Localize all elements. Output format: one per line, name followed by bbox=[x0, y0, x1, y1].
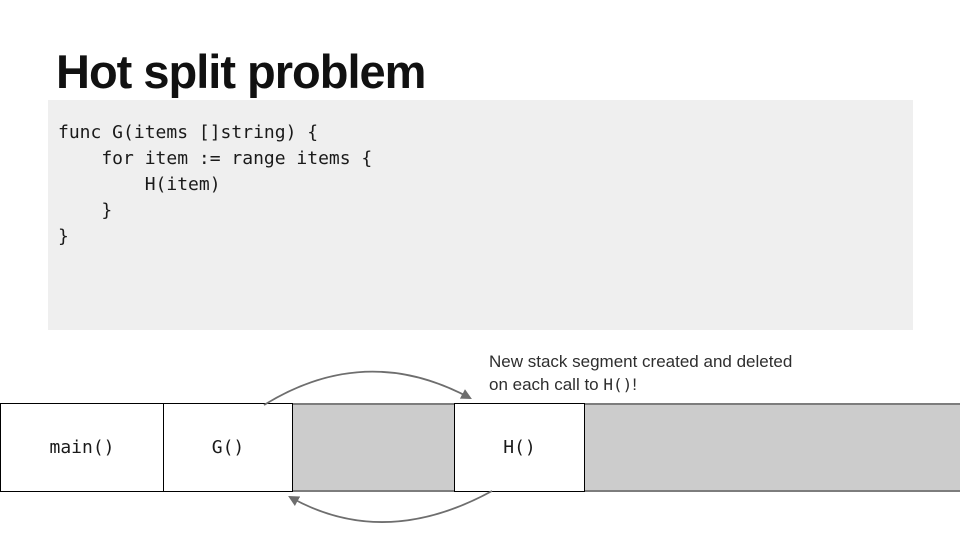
annotation-line-2-prefix: on each call to bbox=[489, 375, 604, 394]
stack-frame-h: H() bbox=[454, 403, 585, 492]
annotation-line-2-code: H() bbox=[603, 375, 633, 394]
stack-frame-g: G() bbox=[163, 403, 293, 492]
return-arrow-bottom bbox=[288, 490, 493, 523]
stack-frame-main: main() bbox=[0, 403, 164, 492]
annotation-line-2: on each call to H()! bbox=[489, 373, 889, 396]
stack-frame-h-label: H() bbox=[503, 437, 536, 458]
call-arrow-top bbox=[263, 370, 472, 406]
annotation-note: New stack segment created and deleted on… bbox=[489, 350, 889, 396]
annotation-line-2-suffix: ! bbox=[632, 375, 637, 394]
code-text: func G(items []string) { for item := ran… bbox=[58, 122, 373, 247]
stack-frame-main-label: main() bbox=[49, 437, 115, 458]
annotation-line-1: New stack segment created and deleted bbox=[489, 352, 793, 371]
slide-title: Hot split problem bbox=[56, 45, 426, 98]
stack-frame-g-label: G() bbox=[211, 437, 245, 458]
code-block: func G(items []string) { for item := ran… bbox=[48, 100, 913, 330]
